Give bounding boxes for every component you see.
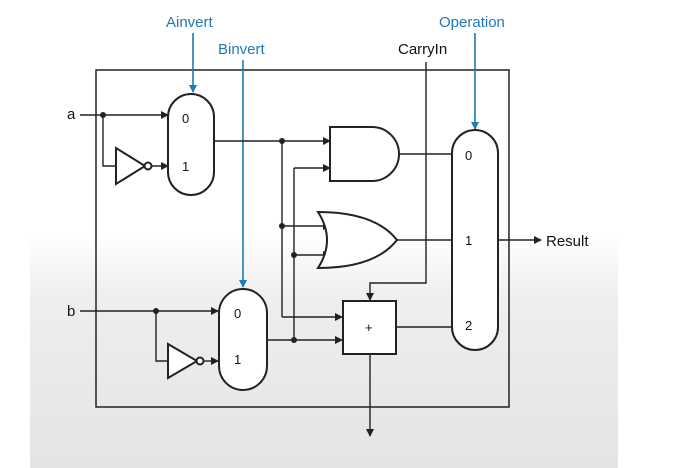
alu-boundary-box — [95, 69, 510, 408]
result-label: Result — [546, 233, 589, 250]
carry-in-label: CarryIn — [398, 41, 447, 58]
mux-b — [218, 288, 268, 391]
input-b-label: b — [67, 303, 75, 320]
binvert-label: Binvert — [218, 41, 266, 58]
and-gate — [329, 126, 400, 182]
mux-b-in1: 1 — [234, 352, 241, 367]
ainvert-label: Ainvert — [166, 14, 214, 31]
not-gate-b — [167, 342, 205, 380]
b-bus — [267, 164, 343, 344]
inverter-bubble — [195, 356, 205, 366]
mux-op-inputs — [396, 153, 452, 328]
mux-a-in0: 0 — [182, 111, 189, 126]
control-lines — [189, 33, 479, 288]
operation-label: Operation — [439, 14, 505, 31]
or-gate — [316, 210, 399, 270]
mux-op-in1: 1 — [465, 233, 472, 248]
adder-symbol: + — [365, 320, 373, 335]
input-a-label: a — [67, 106, 76, 123]
left-margin — [0, 0, 30, 468]
mux-op-in0: 0 — [465, 148, 472, 163]
right-margin — [618, 0, 692, 468]
mux-op-in2: 2 — [465, 318, 472, 333]
mux-a — [167, 93, 215, 196]
mux-a-in1: 1 — [182, 159, 189, 174]
input-a-wiring — [80, 111, 169, 170]
mux-b-in0: 0 — [234, 306, 241, 321]
input-b-wiring — [80, 307, 219, 365]
a-bus — [214, 137, 343, 321]
mux-operation — [451, 129, 499, 351]
not-gate-a — [115, 146, 153, 186]
inverter-bubble — [143, 161, 153, 171]
carry-in-wire — [366, 62, 427, 301]
